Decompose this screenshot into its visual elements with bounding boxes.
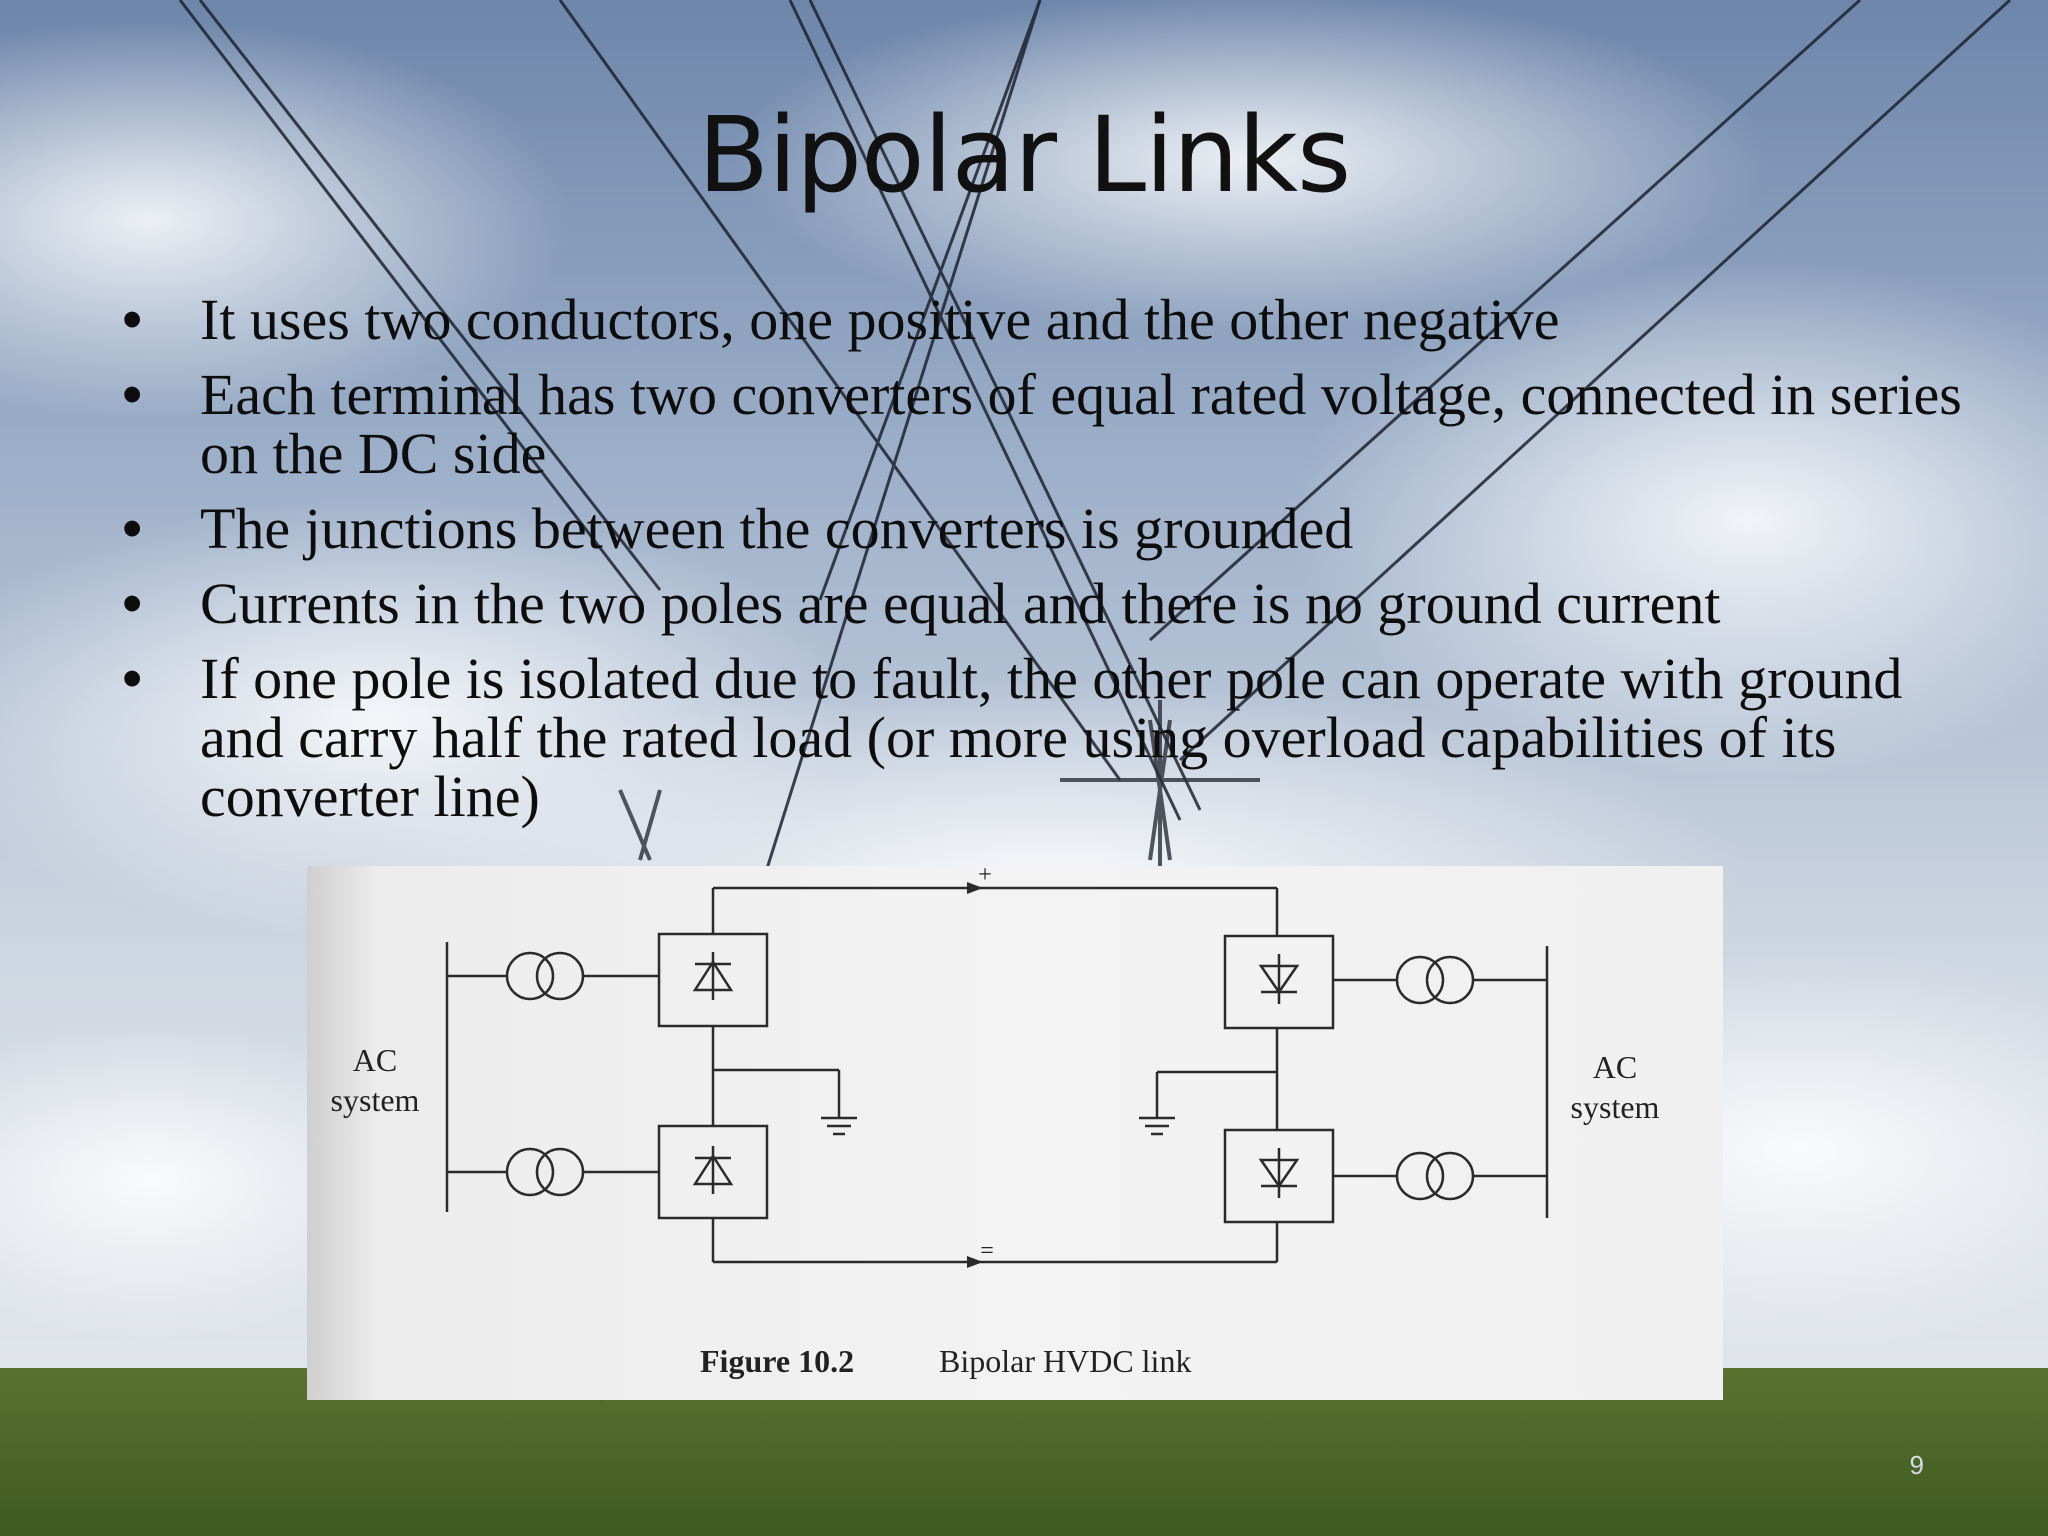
negative-sign: =	[980, 1238, 994, 1264]
right-ac-label-line1: AC	[1593, 1049, 1637, 1085]
bullet-text: The junctions between the converters is …	[200, 496, 1354, 561]
left-bottom-transformer-coil-2	[535, 1147, 585, 1197]
bullet-text: If one pole is isolated due to fault, th…	[200, 646, 1903, 829]
figure-caption-label: Figure 10.2	[700, 1343, 854, 1379]
left-bottom-transformer-coil-1	[505, 1147, 555, 1197]
right-bottom-transformer-coil-1	[1395, 1151, 1445, 1201]
left-ac-label-line1: AC	[353, 1042, 397, 1078]
positive-sign: +	[978, 866, 992, 888]
bullet-item: • If one pole is isolated due to fault, …	[120, 649, 2000, 826]
right-top-converter	[1223, 934, 1335, 1030]
bullet-item: • The junctions between the converters i…	[120, 499, 2000, 558]
left-top-transformer-coil-1	[505, 951, 555, 1001]
bullet-item: • Each terminal has two converters of eq…	[120, 365, 2000, 483]
left-top-transformer-coil-2	[535, 951, 585, 1001]
right-bottom-transformer-coil-2	[1425, 1151, 1475, 1201]
right-ac-label-line2: system	[1571, 1089, 1660, 1125]
bullet-dot: •	[122, 287, 143, 352]
bullet-text: Currents in the two poles are equal and …	[200, 571, 1721, 636]
bullet-dot: •	[122, 571, 143, 636]
positive-current-arrow	[967, 882, 983, 894]
bullet-dot: •	[122, 496, 143, 561]
bullet-dot: •	[122, 646, 143, 711]
right-top-transformer-coil-2	[1425, 955, 1475, 1005]
bullet-text: Each terminal has two converters of equa…	[200, 362, 1962, 486]
negative-current-arrow	[967, 1256, 983, 1268]
bullet-dot: •	[122, 362, 143, 427]
bullet-list: • It uses two conductors, one positive a…	[120, 290, 2000, 842]
bullet-text: It uses two conductors, one positive and…	[200, 287, 1560, 352]
left-ac-label-line2: system	[331, 1082, 420, 1118]
hvdc-figure: + = AC system AC system Figure 10.2 Bipo…	[307, 866, 1723, 1400]
bullet-item: • It uses two conductors, one positive a…	[120, 290, 2000, 349]
figure-caption-text: Bipolar HVDC link	[939, 1343, 1191, 1379]
right-top-transformer-coil-1	[1395, 955, 1445, 1005]
bullet-item: • Currents in the two poles are equal an…	[120, 574, 2000, 633]
page-number: 9	[1909, 1450, 1924, 1480]
slide-title: Bipolar Links	[697, 94, 1352, 216]
bipolar-hvdc-diagram: + = AC system AC system Figure 10.2 Bipo…	[331, 866, 1660, 1379]
